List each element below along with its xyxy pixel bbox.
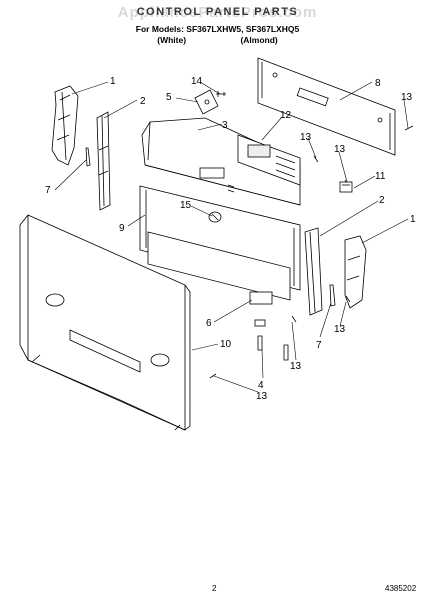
part-clip-left <box>85 147 91 167</box>
callout-13-bottom: 13 <box>256 391 268 402</box>
callout-3: 3 <box>222 120 228 131</box>
color-variants: (White) (Almond) <box>0 35 435 45</box>
callout-12: 12 <box>280 110 292 121</box>
callout-14: 14 <box>191 76 203 87</box>
part-screw-13b <box>404 125 414 131</box>
part-screw-13a <box>313 155 349 187</box>
callout-13-board: 13 <box>300 132 312 143</box>
part-switch-11 <box>339 181 353 193</box>
part-screw-13c <box>345 295 351 303</box>
callout-2-right: 2 <box>379 195 385 206</box>
part-front-glass-6 <box>147 231 291 327</box>
part-knob-15 <box>208 211 222 223</box>
callout-10: 10 <box>220 339 232 350</box>
callout-11: 11 <box>375 171 386 182</box>
part-screw-14 <box>216 91 226 97</box>
callout-9: 9 <box>119 223 125 234</box>
part-console-3 <box>141 117 301 206</box>
part-clip-right <box>329 284 336 307</box>
callout-4: 4 <box>258 380 264 391</box>
callout-7-left: 7 <box>45 185 51 196</box>
page-number: 2 <box>212 584 217 593</box>
callout-13-mid: 13 <box>290 361 302 372</box>
callout-6: 6 <box>206 318 212 329</box>
callout-1-left: 1 <box>110 76 116 87</box>
leader-lines <box>54 81 409 393</box>
models-line: For Models: SF367LXHW5, SF367LXHQ5 <box>135 24 300 34</box>
part-backsplash-10 <box>19 214 191 431</box>
part-bracket-5 <box>194 89 219 115</box>
callout-13-top-right: 13 <box>401 92 413 103</box>
diagram-title: CONTROL PANEL PARTS <box>136 6 299 18</box>
part-side-trim-left <box>96 111 111 211</box>
callout-5: 5 <box>166 92 172 103</box>
callout-labels: 1 2 14 5 3 8 13 12 13 13 11 7 9 15 2 1 7… <box>45 76 416 402</box>
callout-13-right: 13 <box>334 324 346 335</box>
callout-13-switch: 13 <box>334 144 346 155</box>
callout-2-left: 2 <box>140 96 146 107</box>
watermark-text: AppliancePartsPros.com <box>117 4 318 21</box>
callout-7-right: 7 <box>316 340 322 351</box>
part-end-cap-left <box>51 85 79 166</box>
callout-1-right: 1 <box>410 214 416 225</box>
part-screw-13e <box>209 373 217 379</box>
color-white: (White) <box>157 35 187 45</box>
part-screw-13d <box>291 315 297 323</box>
part-rear-panel-8 <box>257 57 396 156</box>
callout-15: 15 <box>180 200 192 211</box>
document-number: 4385202 <box>385 584 417 593</box>
part-side-trim-right <box>304 227 323 316</box>
color-almond: (Almond) <box>240 35 278 45</box>
callout-8: 8 <box>375 78 381 89</box>
part-control-board-12 <box>237 134 301 186</box>
part-end-cap-right <box>344 235 367 309</box>
